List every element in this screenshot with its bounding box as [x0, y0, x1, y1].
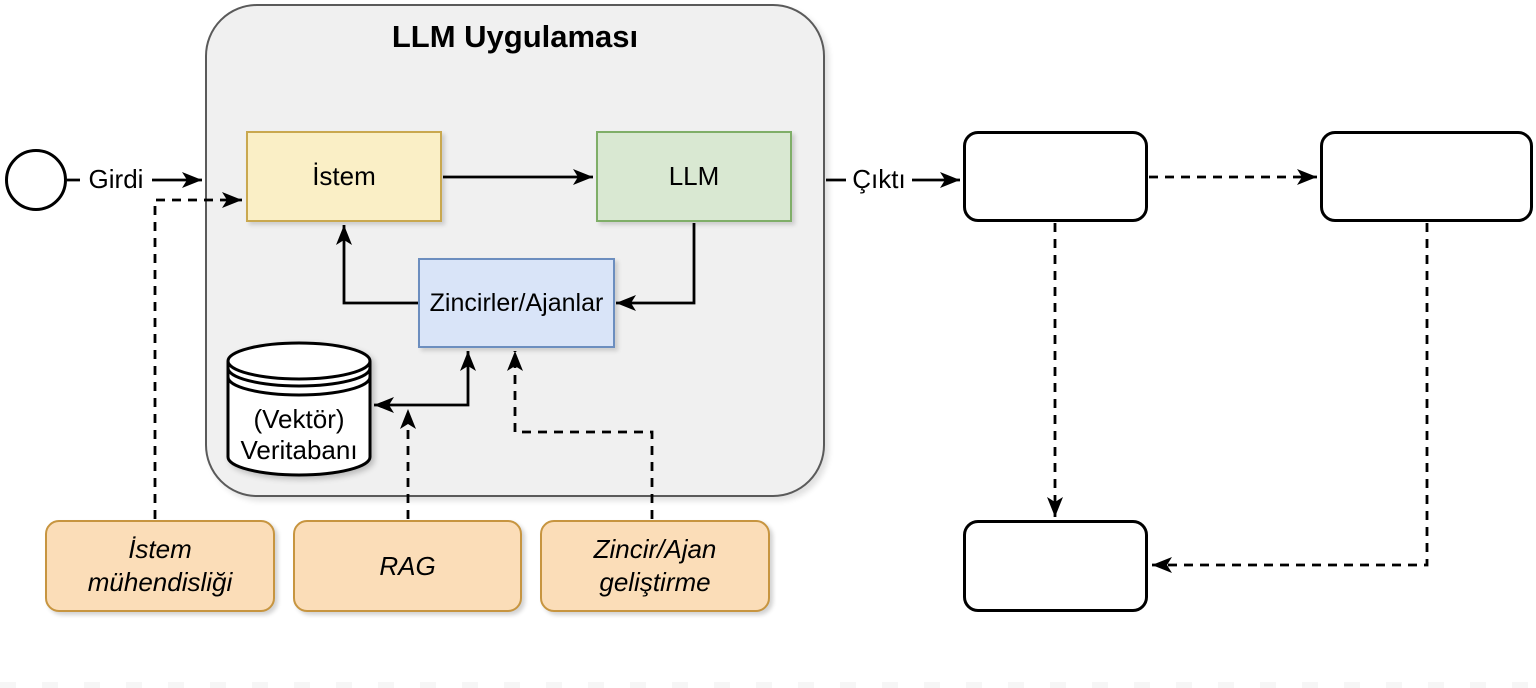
cropped-bottom-text-artifact	[0, 682, 1536, 688]
output-box-2	[1320, 131, 1533, 222]
technique-label-chain-agent-development: Zincir/Ajan geliştirme	[593, 534, 717, 597]
chains-agents-box: Zincirler/Ajanlar	[418, 258, 615, 348]
technique-label-prompt-engineering: İstem mühendisliği	[87, 534, 233, 597]
technique-box-chain-agent-development: Zincir/Ajan geliştirme	[540, 520, 770, 612]
double-arrow-database-chains	[374, 351, 476, 413]
output-label: Çıktı	[846, 162, 912, 196]
dashed-arrow-prompt-engineering-to-prompt	[153, 192, 242, 519]
app-title: LLM Uygulaması	[391, 19, 639, 54]
technique-box-prompt-engineering: İstem mühendisliği	[45, 520, 275, 612]
prompt-box: İstem	[246, 131, 442, 222]
prompt-label: İstem	[312, 161, 376, 191]
vector-database-label: (Vektör) Veritabanı	[240, 404, 358, 465]
output-box-1	[963, 131, 1148, 222]
technique-label-rag: RAG	[379, 550, 436, 581]
arrow-llm-to-chains	[616, 223, 696, 311]
output-box-3	[963, 520, 1148, 612]
llm-label: LLM	[668, 161, 720, 191]
dashed-arrow-chain-agent-dev-to-chains	[507, 351, 654, 519]
dashed-arrow-box2-to-box3	[1152, 223, 1429, 573]
input-label: Girdi	[80, 162, 152, 196]
arrow-chains-to-prompt	[336, 225, 418, 305]
chains-agents-label: Zincirler/Ajanlar	[429, 288, 604, 317]
technique-box-rag: RAG	[293, 520, 522, 612]
vector-database-shape	[226, 341, 372, 477]
start-circle	[5, 149, 67, 211]
llm-box: LLM	[596, 131, 792, 222]
